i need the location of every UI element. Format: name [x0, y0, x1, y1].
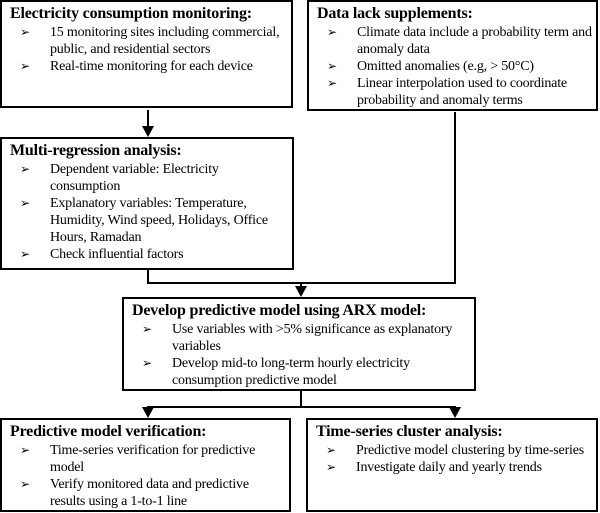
arrow-bullet-icon: ➢ [20, 443, 30, 457]
box-cluster-analysis: Time-series cluster analysis: ➢ Predicti… [306, 418, 598, 512]
arrow-down-icon [142, 407, 154, 418]
bullet-text: probability and anomaly terms [357, 93, 523, 108]
bullet-text: Linear interpolation used to coordinate [357, 76, 567, 91]
arrow-down-icon [295, 286, 307, 297]
arrow-bullet-icon: ➢ [327, 25, 337, 39]
arrow-bullet-icon: ➢ [142, 356, 152, 370]
bullet-text: Humidity, Wind speed, Holidays, Office [50, 213, 268, 228]
bullet-item: ➢ Real-time monitoring for each device [10, 58, 287, 75]
bullet-text: consumption predictive model [172, 373, 337, 388]
arrow-bullet-icon: ➢ [20, 247, 30, 261]
box-title: Develop predictive model using ARX model… [132, 302, 427, 319]
arrow-bullet-icon: ➢ [327, 59, 337, 73]
bullet-item: ➢ Linear interpolation used to coordinat… [317, 75, 592, 109]
bullet-text: Verify monitored data and predictive [50, 477, 249, 492]
box-title: Data lack supplements: [317, 5, 473, 22]
bullet-text: anomaly data [357, 42, 430, 57]
bullet-text: Investigate daily and yearly trends [356, 460, 542, 475]
bullet-text: variables [172, 339, 221, 354]
box-title: Predictive model verification: [10, 423, 207, 440]
bullet-list: ➢ Dependent variable: Electricity consum… [10, 161, 288, 263]
box-title: Electricity consumption monitoring: [10, 5, 252, 22]
connector-merge-to-arx [300, 282, 302, 288]
bullet-text: Time-series verification for predictive [50, 443, 256, 458]
bullet-text: Use variables with >5% significance as e… [172, 322, 453, 337]
arrow-bullet-icon: ➢ [326, 460, 336, 474]
bullet-text: Real-time monitoring for each device [50, 59, 253, 74]
bullet-list: ➢ 15 monitoring sites including commerci… [10, 24, 287, 75]
bullet-item: ➢ Check influential factors [10, 246, 288, 263]
arrow-bullet-icon: ➢ [20, 25, 30, 39]
bullet-item: ➢ Explanatory variables: Temperature, Hu… [10, 195, 288, 246]
bullet-text: public, and residential sectors [50, 42, 211, 57]
bullet-list: ➢ Use variables with >5% significance as… [132, 321, 470, 389]
arrow-bullet-icon: ➢ [20, 162, 30, 176]
bullet-text: Predictive model clustering by time-seri… [356, 443, 584, 458]
connector-regression-stub [147, 270, 149, 284]
bullet-item: ➢ Develop mid-to long-term hourly electr… [132, 355, 470, 389]
bullet-item: ➢ Investigate daily and yearly trends [316, 459, 592, 476]
bullet-item: ➢ Verify monitored data and predictive r… [10, 476, 285, 510]
arrow-bullet-icon: ➢ [20, 196, 30, 210]
bullet-item: ➢ Dependent variable: Electricity consum… [10, 161, 288, 195]
connector-supplements-stub [454, 112, 456, 284]
connector-monitoring-to-regression [147, 110, 149, 127]
box-title: Multi-regression analysis: [10, 142, 182, 159]
bullet-text: Omitted anomalies (e.g, > 50°C) [357, 59, 534, 74]
arrow-bullet-icon: ➢ [326, 443, 336, 457]
bullet-item: ➢ Use variables with >5% significance as… [132, 321, 470, 355]
bullet-text: Dependent variable: Electricity [50, 162, 219, 177]
arrow-bullet-icon: ➢ [20, 477, 30, 491]
bullet-text: model [50, 460, 84, 475]
bullet-text: Hours, Ramadan [50, 230, 142, 245]
split-line-bottom [147, 406, 456, 408]
arrow-bullet-icon: ➢ [327, 76, 337, 90]
arrow-down-icon [449, 407, 461, 418]
box-model-verification: Predictive model verification: ➢ Time-se… [0, 418, 291, 512]
arrow-bullet-icon: ➢ [20, 59, 30, 73]
bullet-text: consumption [50, 179, 121, 194]
bullet-item: ➢ 15 monitoring sites including commerci… [10, 24, 287, 58]
box-arx-model: Develop predictive model using ARX model… [122, 297, 476, 391]
bullet-item: ➢ Climate data include a probability ter… [317, 24, 592, 58]
bullet-item: ➢ Predictive model clustering by time-se… [316, 442, 592, 459]
bullet-text: Develop mid-to long-term hourly electric… [172, 356, 410, 371]
box-multi-regression: Multi-regression analysis: ➢ Dependent v… [0, 137, 294, 270]
bullet-item: ➢ Omitted anomalies (e.g, > 50°C) [317, 58, 592, 75]
bullet-text: Check influential factors [50, 247, 184, 262]
bullet-text: Explanatory variables: Temperature, [50, 196, 247, 211]
bullet-list: ➢ Climate data include a probability ter… [317, 24, 592, 109]
box-electricity-monitoring: Electricity consumption monitoring: ➢ 15… [0, 0, 293, 108]
bullet-item: ➢ Time-series verification for predictiv… [10, 442, 285, 476]
box-data-lack-supplements: Data lack supplements: ➢ Climate data in… [307, 0, 598, 111]
box-title: Time-series cluster analysis: [316, 423, 503, 440]
arrow-down-icon [142, 126, 154, 137]
bullet-text: results using a 1-to-1 line [50, 494, 187, 509]
bullet-list: ➢ Time-series verification for predictiv… [10, 442, 285, 510]
bullet-text: Climate data include a probability term … [357, 25, 592, 40]
bullet-text: 15 monitoring sites including commercial… [50, 25, 280, 40]
bullet-list: ➢ Predictive model clustering by time-se… [316, 442, 592, 476]
arrow-bullet-icon: ➢ [142, 322, 152, 336]
connector-arx-stub [300, 391, 302, 408]
